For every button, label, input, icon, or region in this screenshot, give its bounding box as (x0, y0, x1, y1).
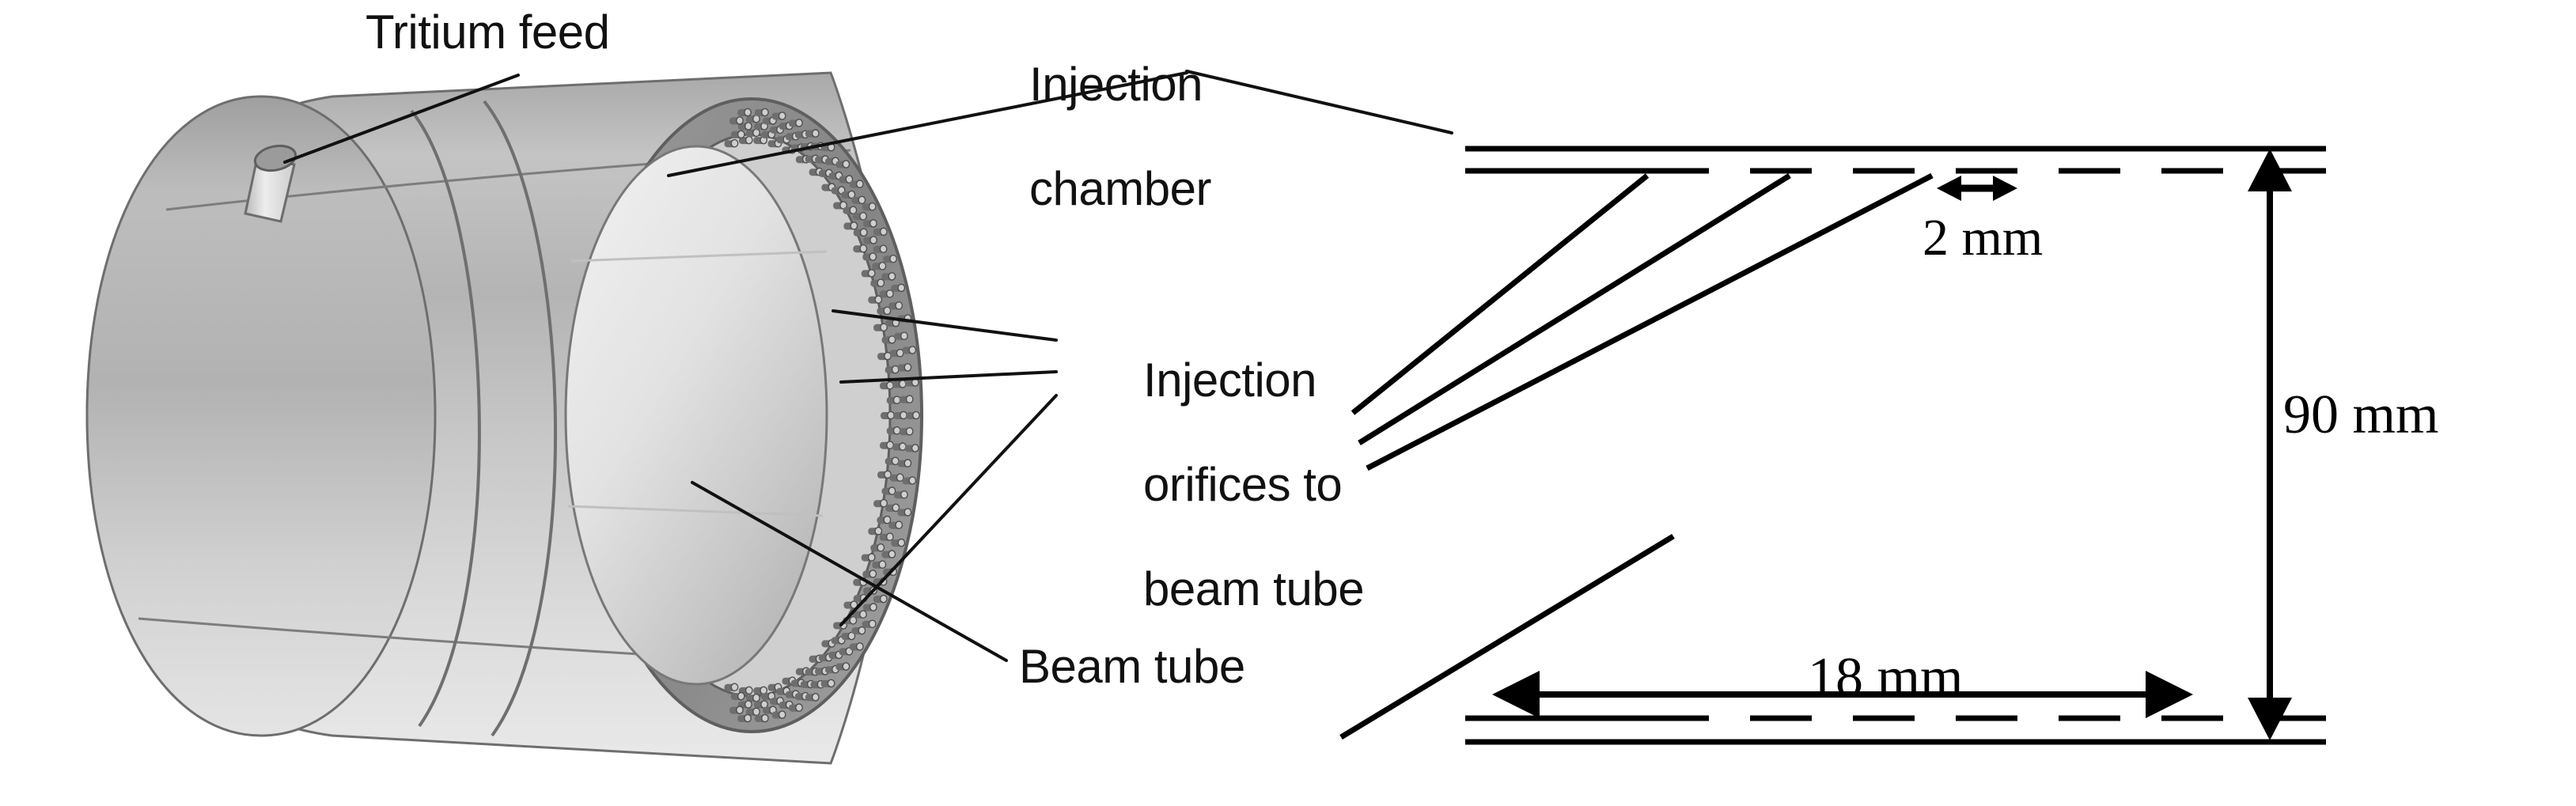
dimension-arrow-90mm (2248, 149, 2292, 740)
label-injection-chamber-line2: chamber (1029, 162, 1211, 215)
leader-orifices-a (832, 309, 1058, 342)
dimension-label-2mm: 2 mm (1923, 209, 2044, 267)
leader-injection-chamber-a (1185, 70, 1453, 134)
leader-beam-tube (691, 481, 1008, 662)
label-injection-orifices-line1: Injection (1143, 354, 1317, 407)
dimension-label-18mm: 18 mm (1808, 647, 1964, 708)
leader-injection-chamber-b (667, 71, 1188, 177)
tritium-feed-port (244, 144, 297, 223)
dimension-arrow-18mm (1492, 671, 2193, 718)
label-beam-tube: Beam tube (1019, 640, 1245, 693)
dimension-arrow-2mm (1937, 176, 2017, 201)
beam-tube-leader-section (1339, 534, 1675, 740)
leader-orifices-b (839, 370, 1058, 384)
label-tritium-feed: Tritium feed (366, 6, 610, 59)
orifice-passage-hatching (1351, 172, 1934, 471)
dimension-label-90mm: 90 mm (2283, 384, 2439, 445)
label-injection-orifices-line2: orifices to (1143, 458, 1343, 511)
bottom-wall-lines (1465, 715, 2326, 745)
leader-tritium-feed (283, 74, 520, 164)
top-wall-solid-lines (1465, 146, 2326, 174)
label-injection-orifices-line3: beam tube (1143, 562, 1365, 615)
label-injection-chamber-line1: Injection (1029, 58, 1203, 111)
